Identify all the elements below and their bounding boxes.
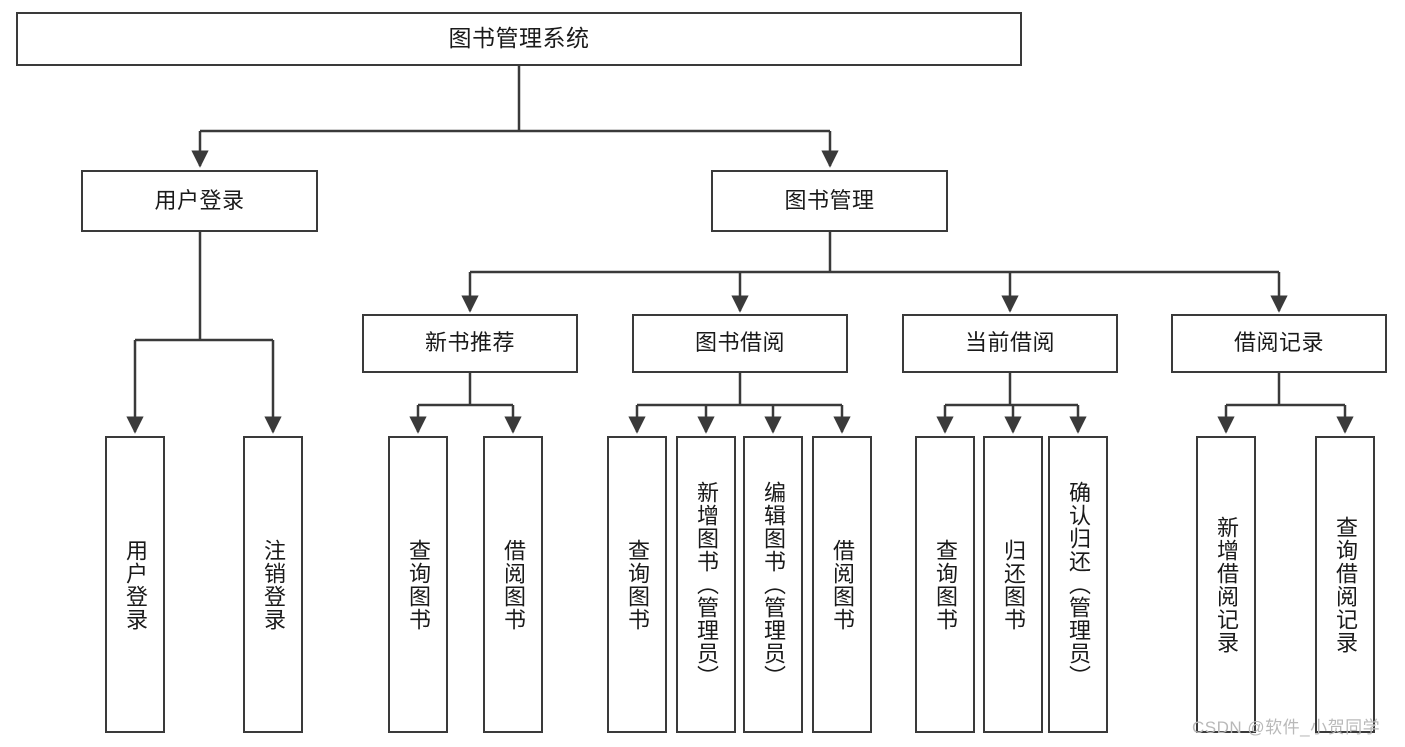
node-label: 新增借阅记录	[1213, 515, 1239, 654]
node-leaf-borrow-book[interactable]: 借阅图书	[812, 436, 872, 733]
node-leaf-query-book-current[interactable]: 查询图书	[915, 436, 975, 733]
node-label: 新增图书（管理员）	[693, 481, 719, 688]
node-root-book-management-system[interactable]: 图书管理系统	[16, 12, 1022, 66]
node-leaf-confirm-return-admin[interactable]: 确认归还（管理员）	[1048, 436, 1108, 733]
node-label: 借阅图书	[500, 538, 526, 631]
node-label: 归还图书	[1000, 538, 1026, 631]
node-new-book-recommend[interactable]: 新书推荐	[362, 314, 578, 373]
node-label: 编辑图书（管理员）	[760, 481, 786, 688]
node-leaf-edit-book-admin[interactable]: 编辑图书（管理员）	[743, 436, 803, 733]
node-leaf-return-book[interactable]: 归还图书	[983, 436, 1043, 733]
node-leaf-query-book-newbook[interactable]: 查询图书	[388, 436, 448, 733]
node-user-login[interactable]: 用户登录	[81, 170, 318, 232]
node-book-borrow[interactable]: 图书借阅	[632, 314, 848, 373]
node-book-management[interactable]: 图书管理	[711, 170, 948, 232]
node-leaf-add-borrow-record[interactable]: 新增借阅记录	[1196, 436, 1256, 733]
node-label: 新书推荐	[424, 330, 515, 356]
node-leaf-borrow-book-newbook[interactable]: 借阅图书	[483, 436, 543, 733]
node-label: 查询借阅记录	[1332, 515, 1358, 654]
node-label: 图书管理系统	[448, 25, 590, 52]
node-leaf-user-login[interactable]: 用户登录	[105, 436, 165, 733]
node-leaf-logout[interactable]: 注销登录	[243, 436, 303, 733]
node-leaf-query-borrow-record[interactable]: 查询借阅记录	[1315, 436, 1375, 733]
node-label: 借阅记录	[1233, 330, 1324, 356]
node-current-borrow[interactable]: 当前借阅	[902, 314, 1118, 373]
node-label: 注销登录	[260, 538, 286, 631]
node-label: 查询图书	[405, 538, 431, 631]
node-label: 用户登录	[122, 538, 148, 631]
node-label: 确认归还（管理员）	[1065, 481, 1091, 688]
node-borrow-record[interactable]: 借阅记录	[1171, 314, 1387, 373]
node-label: 用户登录	[154, 187, 245, 213]
node-label: 借阅图书	[829, 538, 855, 631]
node-label: 图书借阅	[694, 330, 785, 356]
node-label: 查询图书	[624, 538, 650, 631]
node-leaf-add-book-admin[interactable]: 新增图书（管理员）	[676, 436, 736, 733]
node-label: 当前借阅	[964, 330, 1055, 356]
node-label: 查询图书	[932, 538, 958, 631]
node-leaf-query-book-borrow[interactable]: 查询图书	[607, 436, 667, 733]
node-label: 图书管理	[784, 187, 875, 213]
